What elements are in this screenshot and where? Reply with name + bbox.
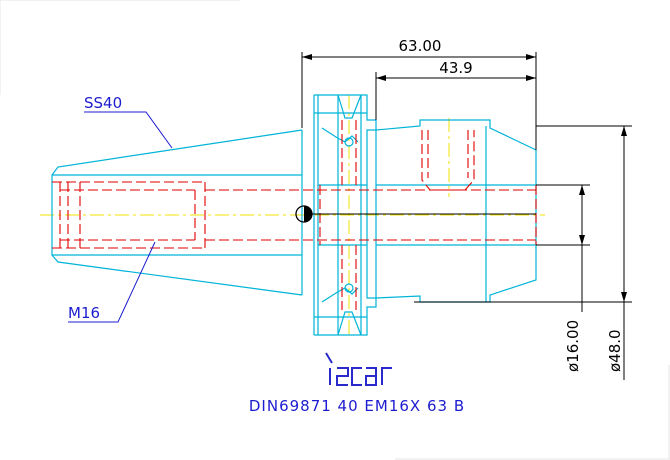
coolant-channel: [295, 205, 536, 223]
bore-diameter-dimension: ø16.00: [564, 320, 582, 372]
taper-shank-outline: [51, 129, 303, 296]
taper-label: SS40: [84, 94, 122, 112]
centerline: [40, 95, 545, 335]
dimension-lines: [301, 52, 632, 380]
iscar-logo: [325, 352, 392, 386]
body-diameter-dimension: ø48.0: [606, 329, 624, 372]
body-outline: [375, 119, 537, 303]
hidden-lines: [52, 120, 537, 310]
body-length-dimension: 43.9: [439, 59, 472, 77]
thread-label: M16: [68, 304, 100, 322]
dimension-arrowheads: [302, 54, 627, 302]
leader-lines: [68, 111, 173, 323]
tool-designation: DIN69871 40 EM16X 63 B: [249, 397, 465, 415]
overall-length-dimension: 63.00: [399, 37, 442, 55]
